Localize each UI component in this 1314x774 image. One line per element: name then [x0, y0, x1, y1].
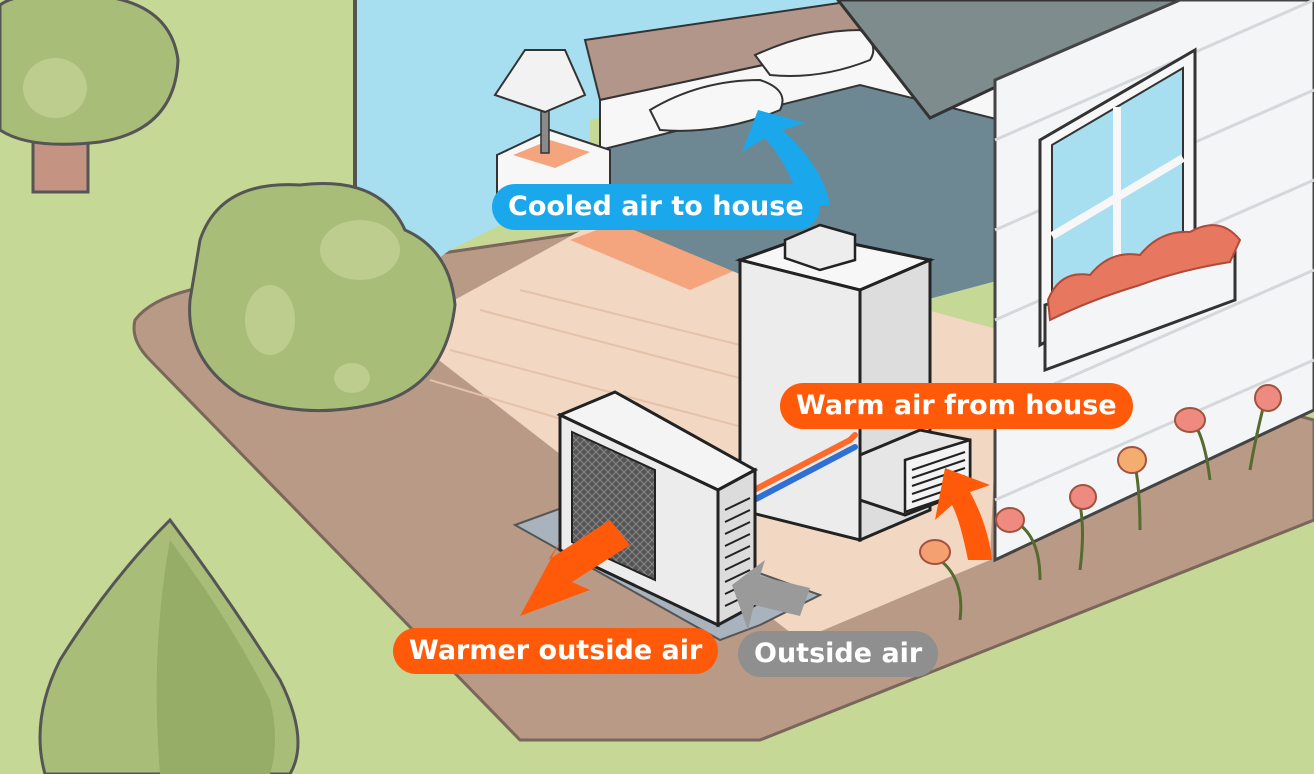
tree-bottom-left — [38, 517, 300, 774]
rug — [570, 210, 770, 290]
warmer-outside-air-arrow — [520, 520, 630, 616]
bush — [188, 181, 457, 413]
nightstand-top — [513, 140, 590, 168]
flower-box — [1043, 224, 1242, 373]
warm-air-from-house-label: Warm air from house — [780, 383, 1133, 429]
floor-plank-lines — [429, 289, 961, 491]
refrigerant-line-warm — [732, 432, 858, 503]
tulip-heads — [919, 384, 1282, 565]
pillow-left — [648, 78, 784, 132]
tree-top-left — [0, 0, 180, 194]
return-grille — [911, 451, 966, 503]
lamp-shade — [493, 49, 587, 114]
outside-air-arrow — [732, 560, 810, 630]
warmer-outside-air-label: Warmer outside air — [393, 628, 719, 674]
cooled-air-label: Cooled air to house — [492, 184, 820, 230]
warm-air-arrow — [935, 468, 992, 560]
house-window — [1038, 47, 1197, 348]
outside-air-label: Outside air — [738, 631, 939, 677]
cooled-air-arrow — [742, 110, 830, 205]
